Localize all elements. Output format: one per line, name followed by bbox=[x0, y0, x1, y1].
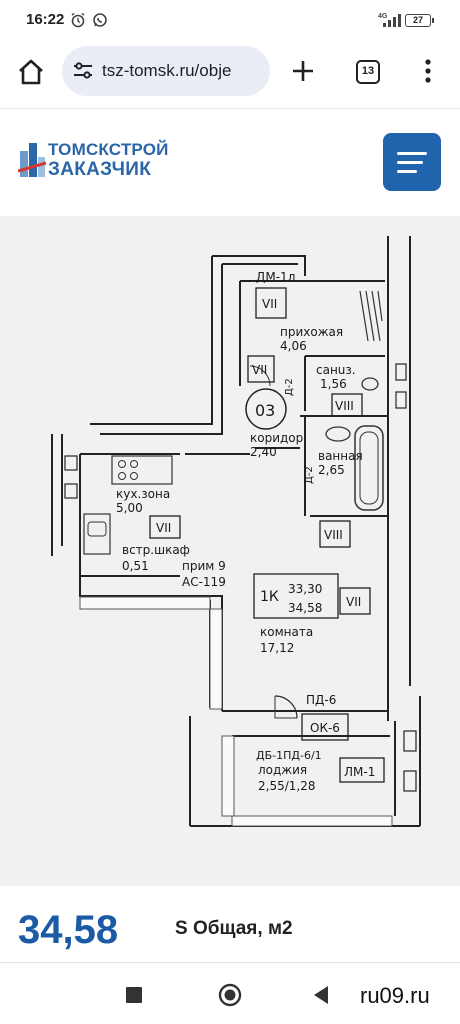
plan-label-bathroom-area: 2,65 bbox=[318, 463, 345, 477]
menu-line-icon bbox=[397, 170, 417, 173]
plan-label-room-area: 17,12 bbox=[260, 641, 294, 655]
alarm-icon bbox=[71, 12, 85, 28]
system-nav-bar: ru09.ru bbox=[0, 962, 460, 1024]
plan-label-dm1: ДМ-1л bbox=[256, 270, 295, 284]
plan-label-door-2: Д-2 bbox=[304, 466, 315, 484]
plan-label-vii-1: VII bbox=[262, 297, 277, 311]
tab-switcher-icon[interactable]: 13 bbox=[356, 60, 380, 84]
plan-label-closet-area: 0,51 bbox=[122, 559, 149, 573]
plan-label-loggia: лоджия bbox=[258, 763, 307, 777]
site-header: ТОМСКСТРОЙ ЗАКАЗЧИК bbox=[0, 108, 460, 216]
battery-icon: 27 bbox=[405, 14, 434, 27]
network-label: 4G bbox=[378, 13, 388, 20]
plan-label-vii-2: VII bbox=[252, 363, 267, 377]
total-area-value: 34,58 bbox=[18, 908, 119, 952]
home-icon[interactable] bbox=[16, 57, 46, 87]
plan-label-vii-4: VII bbox=[346, 595, 361, 609]
plan-label-room: комната bbox=[260, 625, 313, 639]
logo-line-1: ТОМСКСТРОЙ bbox=[48, 140, 169, 159]
watermark: ru09.ru bbox=[360, 983, 430, 1008]
total-area-label: S Общая, м2 bbox=[175, 918, 293, 939]
plan-label-rooms: 1К bbox=[260, 589, 279, 605]
plan-label-bath: санuз. bbox=[316, 363, 356, 377]
logo-line-2: ЗАКАЗЧИК bbox=[48, 159, 152, 180]
back-icon[interactable] bbox=[312, 985, 330, 1005]
menu-line-icon bbox=[397, 161, 423, 164]
plan-label-pd6: ПД-6 bbox=[306, 693, 336, 707]
plan-label-lm1: ЛМ-1 bbox=[344, 765, 375, 779]
plan-label-vii-3: VII bbox=[156, 521, 171, 535]
recents-icon[interactable] bbox=[126, 987, 142, 1003]
signal-icon bbox=[383, 14, 401, 27]
plan-label-viii-1: VIII bbox=[335, 399, 354, 413]
plan-label-area-total: 34,58 bbox=[288, 601, 322, 615]
plan-label-area-living: 33,30 bbox=[288, 582, 322, 596]
site-logo[interactable]: ТОМСКСТРОЙ ЗАКАЗЧИК bbox=[18, 139, 198, 183]
whatsapp-icon bbox=[93, 13, 107, 27]
plan-label-corridor-area: 2,40 bbox=[250, 445, 277, 459]
status-bar: 16:22 4G 27 bbox=[0, 0, 460, 40]
plan-label-loggia-area: 2,55/1,28 bbox=[258, 779, 315, 793]
status-time: 16:22 bbox=[26, 11, 65, 28]
plan-label-door-1: Д-2 bbox=[284, 378, 295, 396]
plan-label-ok6: ОК-6 bbox=[310, 721, 340, 735]
url-text[interactable]: tsz-tomsk.ru/obje bbox=[102, 61, 232, 80]
plan-label-kitchen: кух.зона bbox=[116, 487, 170, 501]
new-tab-icon[interactable] bbox=[288, 56, 318, 86]
address-bar[interactable]: tsz-tomsk.ru/obje bbox=[62, 46, 270, 96]
more-menu-icon[interactable] bbox=[420, 56, 436, 86]
plan-label-bathroom: ванная bbox=[318, 449, 363, 463]
home-circle-icon[interactable] bbox=[218, 983, 242, 1007]
plan-label-hall-area: 4,06 bbox=[280, 339, 307, 353]
plan-label-ac: АС-119 bbox=[182, 575, 226, 589]
logo-mark-icon bbox=[18, 143, 46, 177]
site-settings-icon[interactable] bbox=[72, 61, 94, 81]
menu-button[interactable] bbox=[383, 133, 441, 191]
plan-label-num: 03 bbox=[255, 401, 275, 420]
plan-label-hall: прихожая bbox=[280, 325, 343, 339]
plan-label-bath-area: 1,56 bbox=[320, 377, 347, 391]
floor-plan-drawing: ДМ-1л VII прихожая 4,06 VII санuз. 1,56 … bbox=[0, 216, 460, 886]
menu-line-icon bbox=[397, 152, 427, 155]
plan-label-kitchen-area: 5,00 bbox=[116, 501, 143, 515]
plan-label-closet: встр.шкаф bbox=[122, 543, 190, 557]
browser-toolbar: tsz-tomsk.ru/obje 13 bbox=[0, 40, 460, 108]
plan-label-corridor: коридор bbox=[250, 431, 303, 445]
plan-label-db: ДБ-1ПД-6/1 bbox=[256, 749, 322, 762]
floor-plan[interactable]: ДМ-1л VII прихожая 4,06 VII санuз. 1,56 … bbox=[0, 216, 460, 886]
plan-label-note: прим 9 bbox=[182, 559, 226, 573]
plan-label-viii-2: VIII bbox=[324, 528, 343, 542]
